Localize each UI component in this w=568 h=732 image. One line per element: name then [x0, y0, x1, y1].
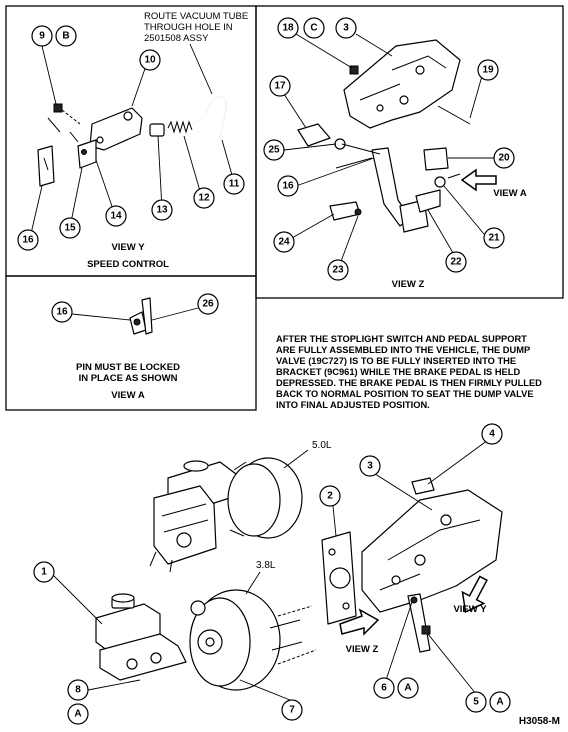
callout-11: 11	[223, 173, 245, 195]
main-callout-7: 7	[281, 699, 303, 721]
main-callout-5-a: A	[489, 691, 511, 713]
svg-text:3: 3	[367, 461, 373, 472]
note-line-6: BACK TO NORMAL POSITION TO SEAT THE DUMP…	[276, 389, 534, 399]
main-callout-3: 3	[359, 455, 381, 477]
svg-text:A: A	[496, 697, 503, 708]
main-callout-8: 8	[67, 679, 89, 701]
view-z-callout-17: 17	[269, 75, 291, 97]
svg-text:A: A	[404, 683, 411, 694]
svg-text:24: 24	[278, 237, 290, 248]
figure-id: H3058-M	[519, 716, 560, 727]
main-view-z-label: VIEW Z	[346, 644, 379, 655]
view-z-callout-22: 22	[445, 251, 467, 273]
svg-text:A: A	[74, 709, 81, 720]
svg-text:20: 20	[498, 153, 510, 164]
main-callout-1: 1	[33, 561, 55, 583]
svg-text:26: 26	[202, 299, 214, 310]
callout-9: 9	[31, 25, 53, 47]
svg-text:6: 6	[381, 683, 387, 694]
callout-14: 14	[105, 205, 127, 227]
svg-text:B: B	[62, 31, 69, 42]
view-a-callout-26: 26	[197, 293, 219, 315]
note-line-3: VALVE (19C727) IS TO BE FULLY INSERTED I…	[276, 356, 516, 366]
route-note-line-3: 2501508 ASSY	[144, 33, 209, 44]
view-z-callout-c: C	[303, 17, 325, 39]
main-callout-5: 5	[465, 691, 487, 713]
svg-text:12: 12	[198, 193, 210, 204]
engine-label-3-8: 3.8L	[256, 560, 276, 571]
svg-text:15: 15	[64, 223, 76, 234]
main-view-y-label: VIEW Y	[453, 604, 487, 615]
view-z-callout-24: 24	[273, 231, 295, 253]
view-z-callout-23: 23	[327, 259, 349, 281]
svg-text:23: 23	[332, 265, 344, 276]
svg-text:11: 11	[229, 179, 240, 190]
svg-text:22: 22	[450, 257, 462, 268]
svg-text:8: 8	[75, 685, 81, 696]
view-y-subcaption: SPEED CONTROL	[87, 259, 169, 270]
view-z-callout-18: 18	[277, 17, 299, 39]
main-assembly-drawing	[95, 457, 503, 691]
svg-text:4: 4	[489, 429, 495, 440]
view-y-drawing	[37, 95, 227, 187]
note-line-1: AFTER THE STOPLIGHT SWITCH AND PEDAL SUP…	[276, 334, 527, 344]
view-a-panel	[5, 275, 257, 411]
svg-text:13: 13	[156, 205, 168, 216]
note-line-4: BRACKET (9C961) WHILE THE BRAKE PEDAL IS…	[276, 367, 520, 377]
callout-16: 16	[17, 229, 39, 251]
svg-text:16: 16	[22, 235, 34, 246]
view-a-caption: VIEW A	[111, 390, 145, 401]
view-z-panel	[255, 5, 564, 299]
callout-10: 10	[139, 49, 161, 71]
view-z-callout-3: 3	[335, 17, 357, 39]
view-z-callout-25: 25	[263, 139, 285, 161]
svg-text:5: 5	[473, 697, 479, 708]
view-a-caption-line-2: IN PLACE AS SHOWN	[79, 373, 178, 384]
callout-13: 13	[151, 199, 173, 221]
svg-text:2: 2	[327, 491, 333, 502]
svg-text:7: 7	[289, 705, 295, 716]
view-z-callout-19: 19	[477, 59, 499, 81]
main-callout-4: 4	[481, 423, 503, 445]
view-a-drawing	[129, 297, 153, 335]
view-y-caption: VIEW Y	[111, 242, 145, 253]
svg-text:19: 19	[482, 65, 494, 76]
svg-text:C: C	[310, 23, 317, 34]
callout-12: 12	[193, 187, 215, 209]
svg-text:3: 3	[343, 23, 349, 34]
main-callout-6-a: A	[397, 677, 419, 699]
svg-text:21: 21	[488, 233, 500, 244]
route-note-line-1: ROUTE VACUUM TUBE	[144, 11, 248, 22]
view-a-caption-line-1: PIN MUST BE LOCKED	[76, 362, 180, 373]
callout-15: 15	[59, 217, 81, 239]
view-z-callout-21: 21	[483, 227, 505, 249]
main-callout-2: 2	[319, 485, 341, 507]
svg-text:9: 9	[39, 31, 45, 42]
note-line-5: DEPRESSED. THE BRAKE PEDAL IS THEN FIRML…	[276, 378, 542, 388]
note-line-7: INTO FINAL ADJUSTED POSITION.	[276, 400, 430, 410]
assembly-note: AFTER THE STOPLIGHT SWITCH AND PEDAL SUP…	[276, 334, 542, 410]
view-z-drawing	[297, 39, 497, 233]
note-line-2: ARE FULLY ASSEMBLED INTO THE VEHICLE, TH…	[276, 345, 530, 355]
view-z-view-a-label: VIEW A	[493, 188, 527, 199]
view-a-callout-16: 16	[51, 301, 73, 323]
callout-b: B	[55, 25, 77, 47]
svg-text:25: 25	[268, 145, 280, 156]
svg-text:14: 14	[110, 211, 122, 222]
svg-text:16: 16	[282, 181, 294, 192]
route-note-line-2: THROUGH HOLE IN	[144, 22, 233, 33]
svg-text:17: 17	[274, 81, 286, 92]
view-z-callout-16: 16	[277, 175, 299, 197]
view-z-caption: VIEW Z	[392, 279, 425, 290]
view-z-callout-20: 20	[493, 147, 515, 169]
svg-text:1: 1	[41, 567, 47, 578]
svg-text:16: 16	[56, 307, 68, 318]
engine-label-5-0: 5.0L	[312, 440, 332, 451]
main-callout-6: 6	[373, 677, 395, 699]
view-y-panel	[5, 5, 257, 277]
main-callout-8-a: A	[67, 703, 89, 725]
svg-text:10: 10	[144, 55, 156, 66]
svg-text:18: 18	[282, 23, 294, 34]
